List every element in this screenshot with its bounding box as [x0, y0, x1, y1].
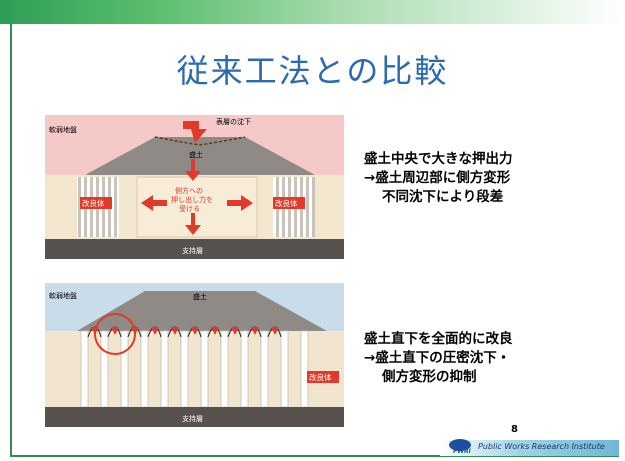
improved-body-label-right: 改良体	[275, 198, 298, 208]
proposed-diagram-svg: 軟弱地盤 盛土 改良体 支持層	[45, 283, 344, 427]
slide-frame	[10, 24, 619, 457]
lateral-force-line-1: 側方への	[175, 186, 203, 195]
footer-institute-name: Public Works Research Institute	[478, 442, 605, 451]
soft-ground-label-2: 軟弱地盤	[49, 291, 77, 300]
desc1-line-2: →盛土周辺部に側方変形	[364, 170, 511, 186]
bearing-layer-label-1: 支持層	[182, 246, 203, 255]
proposed-description: 盛土直下を全面的に改良 →盛土直下の圧密沈下・ 側方変形の抑制	[364, 330, 513, 387]
desc1-line-1: 盛土中央で大きな押出力	[364, 151, 513, 167]
slide-title: 従来工法との比較	[176, 52, 449, 90]
lateral-force-line-3: 受ける	[179, 204, 200, 213]
conventional-method-diagram: 軟弱地盤 表層の沈下 盛土 側方への 押し出し力を 受ける 改良体 改良体 支持…	[45, 115, 344, 259]
proposed-method-diagram: 軟弱地盤 盛土 改良体 支持層	[45, 283, 344, 427]
embankment-label-1: 盛土	[189, 150, 203, 159]
pwri-logo-icon: PWRI	[449, 439, 472, 455]
improved-body-label-left: 改良体	[82, 198, 105, 208]
embankment-label-2: 盛土	[193, 292, 207, 301]
conventional-diagram-svg: 軟弱地盤 表層の沈下 盛土 側方への 押し出し力を 受ける 改良体 改良体 支持…	[45, 115, 344, 259]
desc2-line-1: 盛土直下を全面的に改良	[364, 331, 513, 347]
page-number: 8	[511, 424, 518, 435]
conventional-description: 盛土中央で大きな押出力 →盛土周辺部に側方変形 不同沈下により段差	[364, 150, 513, 207]
desc1-line-3: 不同沈下により段差	[382, 189, 504, 205]
top-green-band	[0, 0, 625, 24]
bearing-layer-label-2: 支持層	[182, 414, 203, 423]
soft-ground-label-1: 軟弱地盤	[49, 125, 77, 134]
lateral-force-line-2: 押し出し力を	[171, 195, 213, 204]
desc2-line-2: →盛土直下の圧密沈下・	[364, 350, 511, 366]
surface-settlement-label: 表層の沈下	[216, 117, 251, 126]
footer-bar	[440, 440, 619, 456]
improved-body-label-2: 改良体	[309, 372, 332, 382]
logo-text: PWRI	[453, 448, 472, 455]
desc2-line-3: 側方変形の抑制	[382, 369, 477, 385]
